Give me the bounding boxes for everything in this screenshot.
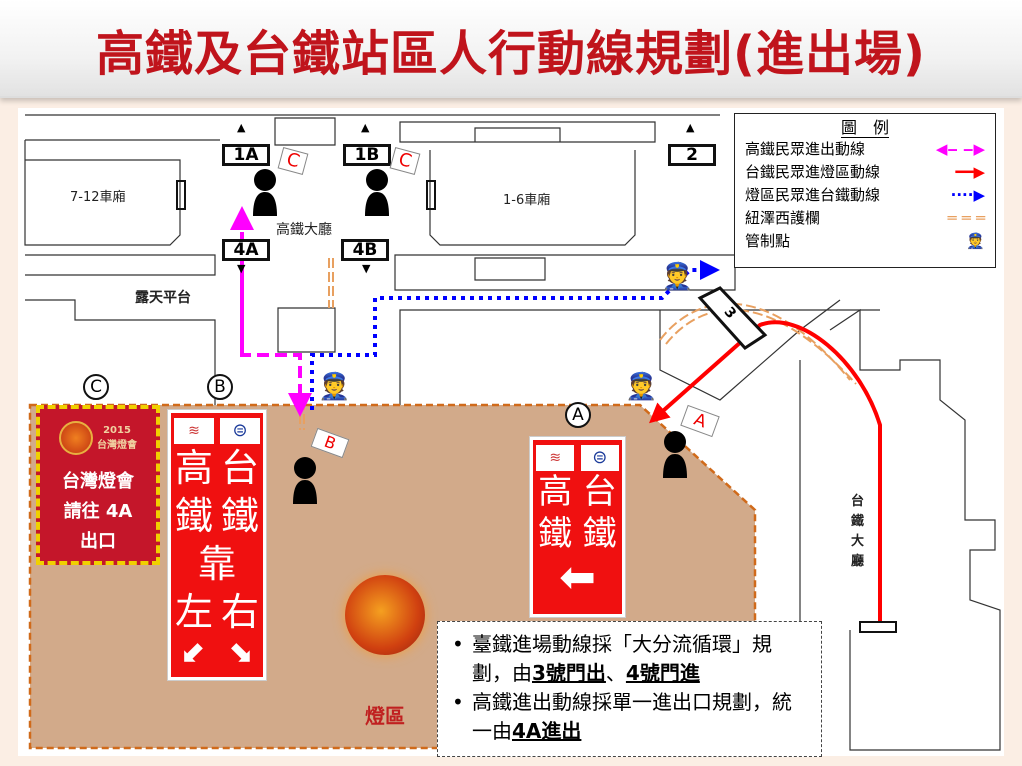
arrow-down-right-icon: ⬊ [227,634,253,669]
direction-sign-a: ≋ ⊜ 高鐵 台鐵 ⬅ [529,436,626,618]
legend-item-hsr: 高鐵民眾進出動線◀‒ ‒▶ [745,138,985,161]
staff-silhouette-icon [293,457,317,504]
down-arrow-icon: ▼ [237,262,246,275]
marker-b: B [207,374,233,400]
legend: 圖 例 高鐵民眾進出動線◀‒ ‒▶ 台鐵民眾進燈區動線━━▶ 燈區民眾進台鐵動線… [734,113,996,268]
barrier-icon: ═ ═ ═ [947,209,985,227]
police-checkpoint-icon: 👮 [318,372,351,402]
gate-4b: 4B [341,239,389,261]
legend-title: 圖 例 [840,118,889,138]
hsr-logo-icon: ≋ [174,418,214,444]
tra-logo-icon: ⊜ [220,418,260,444]
legend-item-lantern-to-tra: 燈區民眾進台鐵動線····▶ [745,184,985,207]
sign-a-hsr: 高鐵 [538,472,573,554]
sign-b-tra: 台鐵 [220,446,259,538]
sign-c-line1: 台灣燈會 [62,471,134,492]
marker-c: C [83,374,109,400]
sign-b-left: 左 [174,590,213,634]
legend-item-tra-to-lantern: 台鐵民眾進燈區動線━━▶ [745,161,985,184]
label-hsr-hall: 高鐵大廳 [276,222,332,238]
label-cars-1-6: 1-6車廂 [503,193,551,208]
sign-b-kao: 靠 [197,542,236,586]
direction-sign-b: ≋ ⊜ 高鐵 台鐵 靠 左 右 ⬋ ⬊ [167,409,267,681]
up-arrow-icon: ▲ [361,121,370,134]
gate-1b: 1B [343,144,391,166]
sign-c-line2: 請往 4A [63,501,133,522]
building-outline [24,114,1001,751]
label-tra-hall: 台鐵大廳 [851,494,865,569]
gate-2: 2 [668,144,716,166]
gate-1a: 1A [222,144,270,166]
up-arrow-icon: ▲ [686,121,695,134]
notes-box: 臺鐵進場動線採「大分流循環」規劃，由3號門出、4號門進 高鐵進出動線採單一進出口… [437,621,822,757]
legend-item-checkpoint: 管制點👮 [745,230,985,253]
sign-a-tra: 台鐵 [582,472,617,554]
tra-entry-route [649,320,882,625]
red-arrow-icon: ━━▶ [955,163,985,181]
staff-silhouette-icon [365,169,389,216]
hsr-logo-icon: ≋ [536,445,575,471]
tra-return-route [310,260,720,410]
note-item: 高鐵進出動線採單一進出口規劃，統一由4A進出 [448,688,811,746]
sign-b-right: 右 [220,590,259,634]
legend-item-barrier: 紐澤西護欄═ ═ ═ [745,207,985,230]
note-item: 臺鐵進場動線採「大分流循環」規劃，由3號門出、4號門進 [448,630,811,688]
up-arrow-icon: ▲ [237,121,246,134]
police-checkpoint-icon: 👮 [625,372,658,402]
blue-dotted-arrow-icon: ····▶ [950,186,985,204]
label-terrace: 露天平台 [135,290,191,306]
lantern-icon [345,575,425,655]
staff-silhouette-icon [663,431,687,478]
staff-silhouette-icon [253,169,277,216]
police-checkpoint-icon: 👮 [661,262,694,292]
title-bar: 高鐵及台鐵站區人行動線規劃(進出場) [0,0,1022,98]
tra-logo-icon: ⊜ [580,445,619,471]
sign-c-line3: 出口 [80,531,116,552]
label-lantern-area: 燈區 [365,704,405,728]
hsr-route-down [240,262,312,417]
sign-b-hsr: 高鐵 [174,446,213,538]
down-arrow-icon: ▼ [362,262,371,275]
arrow-left-icon: ⬅ [559,552,596,603]
page-title: 高鐵及台鐵站區人行動線規劃(進出場) [96,26,926,82]
magenta-dashed-arrow-icon: ◀‒ ‒▶ [935,140,985,158]
pillar [176,180,186,210]
gate-4a: 4A [222,239,270,261]
pillar [426,180,436,210]
arrow-down-left-icon: ⬋ [181,634,207,669]
tra-gate-marker [859,621,897,633]
gate-3-box [697,286,768,350]
label-cars-7-12: 7-12車廂 [70,190,126,205]
marker-a: A [565,402,591,428]
police-checkpoint-icon: 👮 [966,232,985,250]
